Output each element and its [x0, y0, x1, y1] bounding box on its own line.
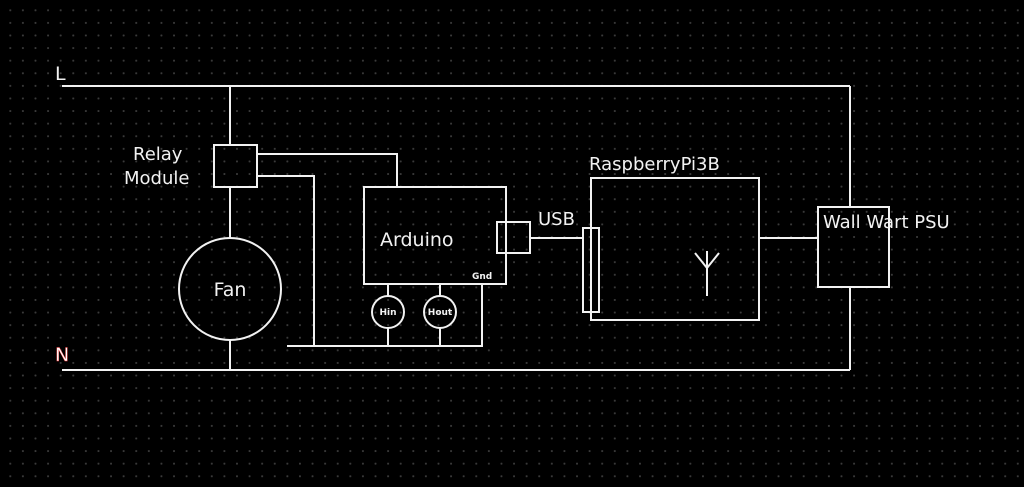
gnd-label: Gnd — [472, 272, 492, 282]
hin-sensor-circle — [371, 295, 405, 329]
fan-label: Fan — [214, 279, 247, 301]
hout-label: Hout — [428, 308, 453, 318]
neutral-label: N — [55, 344, 69, 366]
ground-bus-wire — [287, 284, 483, 347]
relay-module-box — [213, 144, 258, 188]
hout-sensor-circle — [423, 295, 457, 329]
relay-control-wire — [257, 153, 398, 187]
arduino-usb-connector — [496, 221, 531, 254]
hin-label: Hin — [379, 308, 396, 318]
psu-label: Wall Wart PSU — [823, 212, 950, 233]
relay-ground-wire — [257, 175, 315, 346]
relay-label-line2: Module — [124, 168, 189, 189]
usb-label: USB — [538, 209, 575, 230]
raspberry-pi-box — [590, 177, 760, 321]
raspberry-pi-label: RaspberryPi3B — [589, 154, 720, 175]
line-label: L — [55, 63, 66, 85]
arduino-box — [363, 186, 507, 285]
raspberry-pi-usb-port — [582, 227, 600, 313]
arduino-label: Arduino — [380, 229, 454, 251]
relay-label-line1: Relay — [133, 144, 183, 165]
antenna-icon — [694, 251, 720, 296]
fan-circle — [178, 237, 282, 341]
psu-box — [817, 206, 890, 288]
